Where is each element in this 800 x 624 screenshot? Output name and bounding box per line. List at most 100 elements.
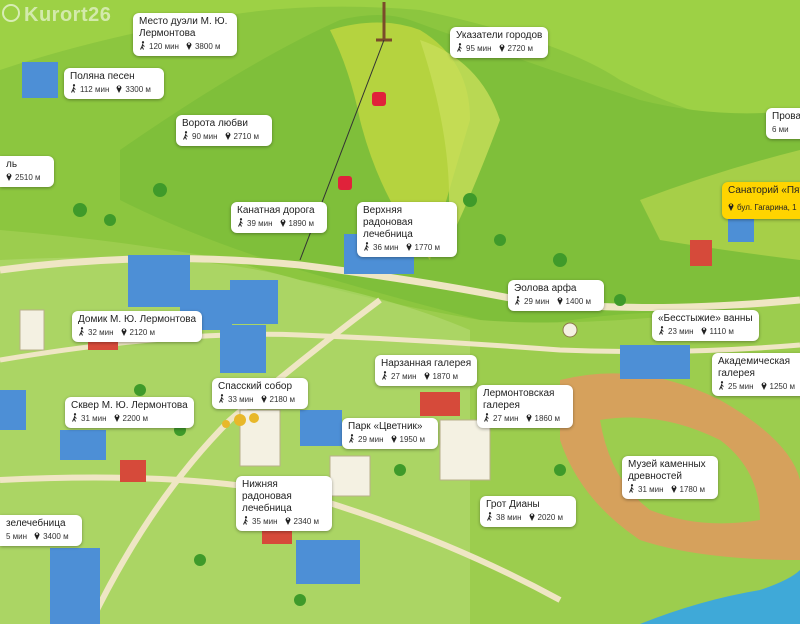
map-pin-icon [114,414,120,422]
place-name: Домик М. Ю. Лермонтова [78,314,197,325]
place-name: ль [6,159,18,170]
map-pin-icon [671,485,677,493]
walking-person-icon [629,484,634,493]
map-pin-icon [34,532,40,540]
map-pin-icon [261,395,267,403]
walking-person-icon [515,296,520,305]
place-name: Верхняя радоновая лечебница [363,205,413,240]
map-pin-icon [557,297,563,305]
place-address: бул. Гагарина, 1 [728,203,797,212]
place-name: «Бесстыжие» ванны [658,313,753,324]
logo-icon [2,4,20,22]
place-name: Прова [772,111,800,122]
place-name: Грот Дианы [486,499,540,510]
map-pin-icon [121,328,127,336]
place-name: Лермонтовская галерея [483,388,555,411]
walking-person-icon [484,413,489,422]
map-pin-icon [391,435,397,443]
walking-person-icon [140,41,145,50]
place-name: Санаторий «Пяти [728,185,800,196]
map-pin-icon [6,173,12,181]
map-pin-icon [116,85,122,93]
walking-person-icon [659,326,664,335]
map-pin-icon [701,327,707,335]
place-name: Музей каменных древностей [628,459,706,482]
walking-person-icon [349,434,354,443]
map-pin-icon [186,42,192,50]
map-pin-icon [225,132,231,140]
place-meta: 2510 м [6,172,48,183]
place-name: Эолова арфа [514,283,577,294]
walking-person-icon [457,43,462,52]
map-pin-icon [499,44,505,52]
map-pin-icon [529,513,535,521]
place-name: Канатная дорога [237,205,315,216]
walking-person-icon [238,218,243,227]
walking-person-icon [243,516,248,525]
place-card-sanatorium[interactable]: Санаторий «Пяти бул. Гагарина, 1 [722,182,800,219]
walking-person-icon [719,381,724,390]
place-name: Сквер М. Ю. Лермонтова [71,400,188,411]
walking-person-icon [382,371,387,380]
map-pin-icon [424,372,430,380]
walking-person-icon [183,131,188,140]
map-pin-icon [728,203,734,211]
map-pin-icon [406,243,412,251]
place-name: Спасский собор [218,381,293,392]
walking-person-icon [71,84,76,93]
place-name: Нижняя радоновая лечебница [242,479,292,514]
site-watermark: Kurort26 [2,4,111,27]
map-pin-icon [526,414,532,422]
map-pin-icon [285,517,291,525]
place-name: зелечебница [6,518,66,529]
place-name: Место дуэли М. Ю. Лермонтова [139,16,228,39]
walking-person-icon [72,413,77,422]
walking-person-icon [219,394,224,403]
place-name: Академическая галерея [718,356,791,379]
place-name: Нарзанная галерея [381,358,472,369]
place-card-proval[interactable]: Прова 6 ми [766,108,800,139]
place-name: Поляна песен [70,71,135,82]
map-pin-icon [761,382,767,390]
place-name: Указатели городов [456,30,543,41]
place-card-left-partial[interactable]: ль 2510 м [0,156,54,187]
place-name: Ворота любви [182,118,248,129]
place-name: Парк «Цветник» [348,421,423,432]
